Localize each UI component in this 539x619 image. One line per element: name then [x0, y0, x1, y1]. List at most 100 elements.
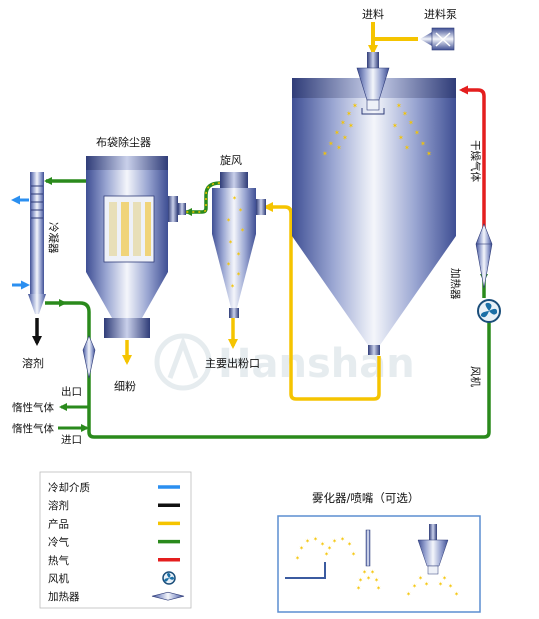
heater-icon [475, 223, 493, 289]
watermark-logo: Hanshan [154, 333, 415, 391]
label-cyclone: 旋风 [220, 153, 242, 167]
svg-text:✶: ✶ [414, 129, 420, 137]
label-condenser: 冷凝器 [47, 222, 60, 254]
svg-text:✶: ✶ [348, 122, 354, 130]
label-fan: 风机 [469, 366, 482, 387]
svg-text:✶: ✶ [396, 102, 402, 110]
legend-label: 冷却介质 [48, 481, 90, 494]
label-inlet: 进口 [61, 434, 82, 446]
fan-icon [477, 299, 501, 323]
svg-text:✶: ✶ [340, 119, 346, 127]
label-outlet: 出口 [61, 385, 82, 398]
svg-text:✶: ✶ [366, 575, 371, 582]
svg-text:✶: ✶ [420, 140, 426, 148]
legend-label: 加热器 [48, 590, 80, 603]
svg-text:✶: ✶ [402, 110, 408, 118]
svg-text:✶: ✶ [342, 134, 348, 142]
label-solvent: 溶剂 [22, 356, 44, 370]
svg-text:✶: ✶ [418, 575, 423, 582]
heater-icon [151, 591, 185, 601]
feed-pump [420, 27, 455, 51]
legend-item: 溶剂 [48, 499, 180, 512]
recirculation-pipe [45, 301, 491, 439]
label-heater: 加热器 [449, 268, 462, 300]
legend-label: 溶剂 [48, 499, 69, 512]
label-inert-gas-in: 惰性气体 [12, 422, 54, 435]
atomizer-title: 雾化器/喷嘴（可选） [312, 491, 419, 505]
legend-label: 产品 [48, 517, 69, 530]
hot-gas-pipe [459, 85, 486, 228]
svg-text:✶: ✶ [392, 122, 398, 130]
svg-text:✶: ✶ [352, 102, 358, 110]
legend-label: 冷气 [48, 536, 69, 549]
svg-text:✶: ✶ [438, 581, 443, 588]
svg-text:✶: ✶ [336, 144, 342, 152]
svg-text:✶: ✶ [324, 551, 329, 558]
label-main-outlet: 主要出粉口 [205, 356, 260, 370]
svg-text:✶: ✶ [406, 591, 411, 598]
svg-text:✶: ✶ [230, 283, 235, 290]
svg-text:✶: ✶ [412, 583, 417, 590]
legend-label: 热气 [48, 554, 69, 567]
svg-text:✶: ✶ [334, 129, 340, 137]
legend-label: 风机 [48, 572, 69, 585]
svg-text:✶: ✶ [346, 110, 352, 118]
svg-text:✶: ✶ [232, 195, 237, 202]
svg-text:✶: ✶ [404, 144, 410, 152]
svg-text:✶: ✶ [327, 545, 332, 552]
product-pipe [263, 202, 381, 401]
label-inert-gas-out: 惰性气体 [12, 401, 54, 414]
svg-text:✶: ✶ [238, 207, 243, 214]
svg-text:✶: ✶ [226, 217, 231, 224]
svg-text:✶: ✶ [351, 551, 356, 558]
svg-text:✶: ✶ [295, 555, 300, 562]
legend-item: 冷气 [48, 536, 180, 549]
legend-item: 热气 [48, 554, 180, 567]
cyclone: ✶✶✶ ✶✶✶ ✶✶✶ [212, 172, 266, 318]
svg-text:✶: ✶ [299, 545, 304, 552]
svg-text:✶: ✶ [356, 585, 361, 592]
svg-text:✶: ✶ [340, 536, 345, 543]
label-fine-powder: 细粉 [114, 380, 136, 393]
legend-item: 冷却介质 [48, 481, 180, 494]
atomizer-options-box: ✶✶✶ ✶✶✶ ✶✶✶ ✶✶ ✶✶✶ ✶✶✶ ✶ ✶✶✶ ✶✶✶ ✶✶ [277, 515, 481, 613]
svg-text:✶: ✶ [426, 150, 432, 158]
label-feed: 进料 [362, 7, 384, 21]
svg-text:✶: ✶ [240, 227, 245, 234]
label-bag-filter: 布袋除尘器 [96, 135, 151, 149]
svg-text:✶: ✶ [236, 271, 241, 278]
feed-pipe [368, 22, 418, 55]
svg-text:✶: ✶ [376, 585, 381, 592]
legend-item: 产品 [48, 517, 180, 530]
svg-text:✶: ✶ [328, 140, 334, 148]
svg-text:✶: ✶ [305, 538, 310, 545]
two-fluid-nozzle-icon: ✶✶✶ ✶✶✶ ✶ [356, 529, 381, 592]
label-dry-gas: 干燥气体 [469, 140, 482, 182]
svg-text:✶: ✶ [358, 577, 363, 584]
svg-text:✶: ✶ [424, 581, 429, 588]
svg-text:✶: ✶ [236, 251, 241, 258]
svg-text:✶: ✶ [332, 538, 337, 545]
svg-text:✶: ✶ [362, 569, 367, 576]
chamber-atomizer [356, 52, 390, 115]
svg-text:✶: ✶ [454, 591, 459, 598]
fan-icon [162, 571, 176, 585]
svg-text:✶: ✶ [370, 569, 375, 576]
svg-text:✶: ✶ [347, 541, 352, 548]
svg-text:✶: ✶ [398, 134, 404, 142]
svg-text:✶: ✶ [313, 536, 318, 543]
svg-text:✶: ✶ [408, 119, 414, 127]
label-feed-pump: 进料泵 [424, 7, 457, 21]
svg-text:✶: ✶ [374, 577, 379, 584]
legend-item: 风机 [48, 571, 176, 585]
svg-text:Hanshan: Hanshan [218, 341, 415, 387]
condenser [28, 172, 46, 314]
legend-item: 加热器 [48, 590, 185, 603]
drying-chamber: ✶✶✶ ✶✶✶ ✶✶✶ ✶✶✶ ✶✶✶ ✶✶✶ [292, 78, 456, 355]
bag-filter [86, 156, 186, 338]
svg-text:✶: ✶ [228, 239, 233, 246]
fountain-nozzle-icon: ✶✶✶ ✶✶✶ ✶✶✶ ✶✶ [285, 536, 356, 579]
rotary-atomizer-icon: ✶✶✶ ✶✶✶ ✶✶ [406, 524, 459, 598]
